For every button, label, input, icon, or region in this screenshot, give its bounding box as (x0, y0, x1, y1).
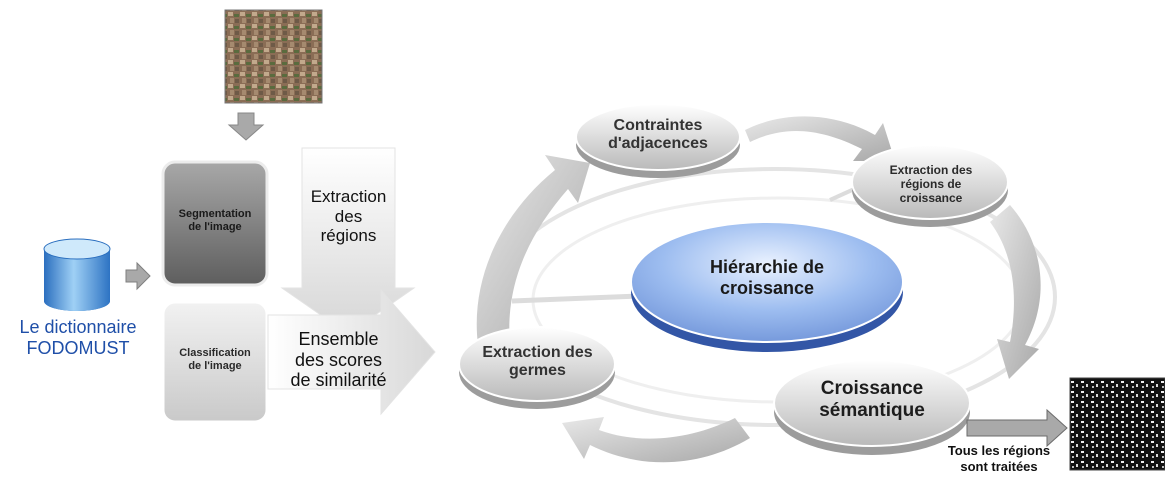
output-line1: Tous les régions (947, 443, 1051, 458)
extraction-regions-label: Extraction des régions (300, 187, 397, 246)
segmentation-line1: Segmentation (178, 208, 252, 220)
ensemble-line1: Ensemble (298, 329, 379, 349)
cycle-arrow-right-down (990, 205, 1041, 379)
output-label: Tous les régions sont traitées (928, 443, 1070, 474)
germes-line1: Extraction des (482, 344, 593, 361)
croissance-line1: Croissance (820, 378, 924, 399)
disk-croissance (773, 359, 971, 455)
dictionary-label: Le dictionnaire FODOMUST (8, 317, 148, 358)
contraintes-label: Contraintes d'adjacences (578, 117, 738, 154)
erc-line2: régions de (900, 176, 962, 191)
center-line2: croissance (719, 277, 815, 298)
extraction-line2: des (334, 206, 363, 226)
croissance-semantique-label: Croissance sémantique (774, 378, 970, 422)
germes-label: Extraction des germes (460, 344, 615, 381)
croissance-line2: sémantique (819, 399, 925, 421)
ensemble-line3: de similarité (290, 370, 387, 391)
segmentation-label: Segmentation de l'image (163, 208, 267, 233)
segmentation-line2: de l'image (188, 220, 242, 233)
ensemble-right-arrow (267, 288, 436, 416)
cycle-arrow-bottom (562, 417, 750, 463)
cycle-arrow-top (745, 116, 895, 161)
output-line2: sont traitées (960, 458, 1038, 474)
contraintes-line1: Contraintes (613, 117, 703, 134)
center-line1: Hiérarchie de (709, 257, 825, 277)
segmentation-box (161, 160, 269, 287)
classification-label: Classification de l'image (163, 347, 267, 372)
erc-line3: croissance (899, 190, 963, 205)
erc-line1: Extraction des (889, 163, 973, 177)
disk-contraintes (575, 103, 741, 178)
down-arrow-small (227, 112, 265, 141)
contraintes-line2: d'adjacences (608, 135, 708, 153)
center-disc (630, 221, 904, 343)
ensemble-line2: des scores (294, 349, 383, 370)
aerial-image (224, 9, 323, 104)
disk-germes (458, 326, 616, 409)
germes-line2: germes (509, 362, 566, 380)
center-label: Hiérarchie de croissance (660, 257, 874, 298)
output-arrow-icon (966, 408, 1068, 448)
classification-box (161, 300, 269, 424)
ensemble-label: Ensemble des scores de similarité (276, 329, 401, 391)
database-cylinder-icon (43, 238, 111, 311)
dictionary-line2: FODOMUST (26, 337, 130, 358)
classification-line1: Classification (179, 347, 251, 359)
cycle-arrow-left-up (476, 155, 590, 345)
dictionary-line1: Le dictionnaire (19, 317, 137, 337)
extraction-regions-croissance-label: Extraction des régions de croissance (856, 163, 1006, 205)
extraction-line3: régions (320, 226, 377, 246)
output-image (1069, 377, 1165, 471)
extraction-line1: Extraction (310, 187, 387, 206)
disk-extraction-regions (851, 144, 1009, 227)
dictionary-arrow-icon (125, 261, 151, 291)
classification-line2: de l'image (188, 359, 242, 372)
